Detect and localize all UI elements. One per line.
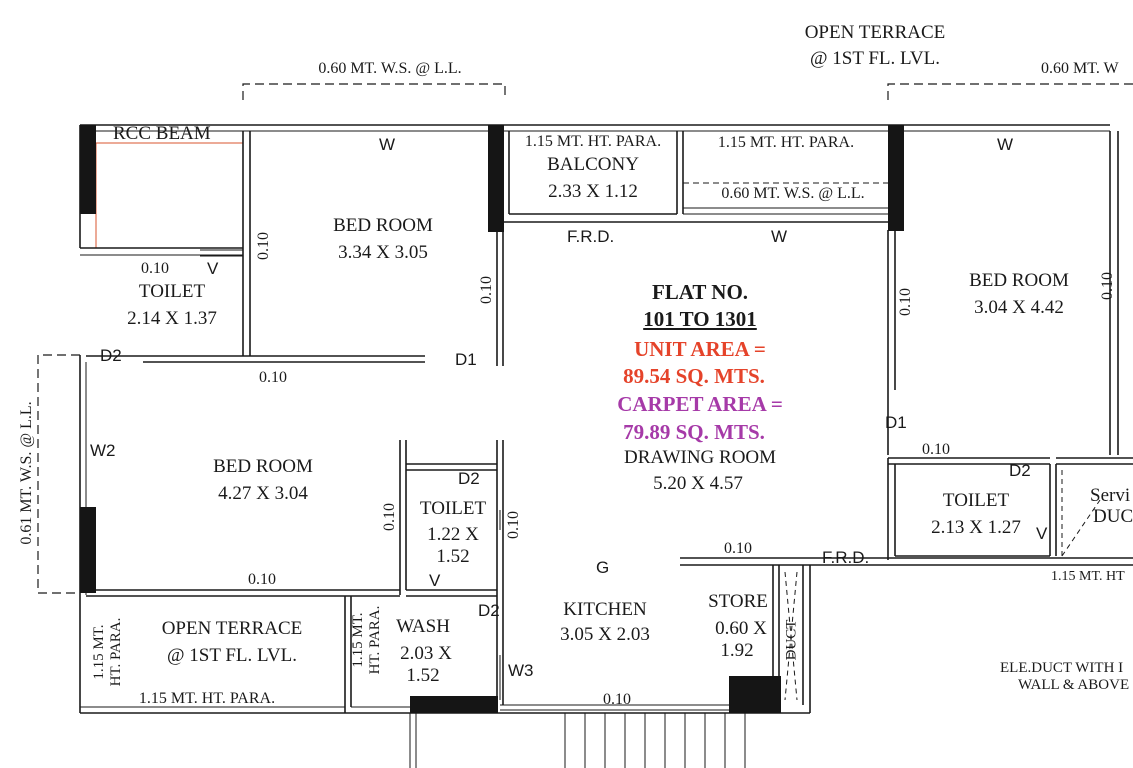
column: [488, 125, 504, 232]
window-marker: W: [379, 135, 396, 154]
bedroom2-name: BED ROOM: [969, 270, 1069, 291]
flat-title: FLAT NO.: [651, 280, 749, 304]
frd-marker: F.R.D.: [567, 227, 615, 246]
window-marker: W3: [508, 661, 534, 680]
ele-duct-note-2: WALL & ABOVE: [1018, 677, 1130, 693]
store-size-2: 1.92: [720, 640, 754, 661]
window-marker: W: [771, 227, 788, 246]
window-sill-top-right: [887, 83, 1133, 100]
parapet-note-top: 1.15 MT. HT. PARA.: [717, 134, 855, 151]
wash-name: WASH: [396, 616, 450, 637]
wash-size-2: 1.52: [406, 665, 440, 686]
bedroom3-name: BED ROOM: [213, 456, 313, 477]
service-duct-name: Servi: [1090, 485, 1131, 506]
window-marker: W: [997, 135, 1014, 154]
wall-thickness-label: 0.10: [1099, 272, 1116, 300]
wash-size: 2.03 X: [400, 643, 452, 664]
column: [729, 676, 781, 713]
wash-walls: [344, 596, 352, 713]
ele-duct-note: ELE.DUCT WITH I: [1000, 660, 1124, 676]
terrace-top-level: @ 1ST FL. LVL.: [810, 48, 940, 69]
window-sill-note-top-left: 0.60 MT. W.S. @ L.L.: [318, 60, 462, 77]
flat-numbers: 101 TO 1301: [643, 307, 757, 331]
gas-marker: G: [596, 558, 610, 577]
carpet-area-value: 79.89 SQ. MTS.: [623, 420, 765, 444]
terrace-bottom-level: @ 1ST FL. LVL.: [167, 645, 297, 666]
ventilator-marker: V: [207, 259, 219, 278]
window-marker: W2: [90, 441, 116, 460]
column: [888, 125, 904, 231]
window-sill-note-top-right: 0.60 MT. W: [1041, 60, 1119, 77]
wall-thickness-label: 0.10: [255, 232, 272, 260]
parapet-note-terrace-side: 1.15 MT. HT. PARA.: [91, 617, 124, 687]
terrace-top-name: OPEN TERRACE: [804, 22, 946, 43]
frd-marker: F.R.D.: [822, 548, 870, 567]
window-sill-note-left: 0.61 MT. W.S. @ L.L.: [18, 401, 35, 545]
duct-label: DUCT: [783, 619, 800, 661]
wall-thickness-label: 0.10: [248, 571, 276, 588]
drawing-room-name: DRAWING ROOM: [623, 447, 777, 468]
ventilator-marker: V: [429, 571, 441, 590]
column: [410, 696, 498, 713]
unit-area-value: 89.54 SQ. MTS.: [623, 364, 765, 388]
parapet-note-right: 1.15 MT. HT: [1051, 569, 1125, 584]
kitchen-name: KITCHEN: [563, 599, 647, 620]
toilet1-size: 2.14 X 1.37: [127, 308, 217, 329]
window-sill-left: [37, 354, 80, 594]
unit-area-label: UNIT AREA =: [634, 337, 766, 361]
wall-thickness-label: 0.10: [141, 260, 169, 277]
toilet2-size-2: 1.52: [436, 546, 470, 567]
column: [80, 125, 96, 214]
kitchen-size: 3.05 X 2.03: [560, 624, 650, 645]
drawing-room-size: 5.20 X 4.57: [653, 473, 743, 494]
balcony-name: BALCONY: [547, 154, 639, 175]
toilet3-size: 2.13 X 1.27: [931, 517, 1021, 538]
door-marker: D2: [478, 601, 500, 620]
wall-thickness-label: 0.10: [724, 540, 752, 557]
balcony-parapet-note: 1.15 MT. HT. PARA.: [524, 133, 662, 150]
wall-thickness-label: 0.10: [259, 369, 287, 386]
bedroom1-size: 3.34 X 3.05: [338, 242, 428, 263]
balcony-size: 2.33 X 1.12: [548, 181, 638, 202]
bedroom1-walls: [242, 131, 251, 356]
store-walls: [772, 565, 811, 713]
bedroom2-size: 3.04 X 4.42: [974, 297, 1064, 318]
wall-thickness-label: 0.10: [922, 441, 950, 458]
door-marker: D2: [458, 469, 480, 488]
carpet-area-label: CARPET AREA =: [617, 392, 783, 416]
door-marker: D2: [100, 346, 122, 365]
toilet2-walls: [406, 589, 497, 597]
toilet3-walls: [887, 458, 1057, 560]
column: [80, 507, 96, 593]
store-size: 0.60 X: [715, 618, 767, 639]
rcc-beam-outline: [95, 142, 243, 248]
ventilator-marker: V: [1036, 524, 1048, 543]
terrace-bottom-name: OPEN TERRACE: [161, 618, 303, 639]
door-marker: D1: [885, 413, 907, 432]
store-name: STORE: [708, 591, 768, 612]
toilet2-name: TOILET: [419, 498, 487, 519]
parapet-note-wash-side: 1.15 MT. HT. PARA.: [350, 605, 383, 675]
service-duct-name-2: DUC: [1093, 506, 1133, 527]
window-sill-top-left: [242, 83, 506, 100]
wall-thickness-label: 0.10: [897, 288, 914, 316]
bedroom3-size: 4.27 X 3.04: [218, 483, 308, 504]
toilet2-size: 1.22 X: [427, 524, 479, 545]
toilet3-name: TOILET: [942, 490, 1010, 511]
parapet-note-terrace-bottom: 1.15 MT. HT. PARA.: [138, 690, 276, 707]
wall-thickness-label: 0.10: [478, 276, 495, 304]
door-marker: D2: [1009, 461, 1031, 480]
door-marker: D1: [455, 350, 477, 369]
bedroom1-name: BED ROOM: [333, 215, 433, 236]
rcc-beam-label: RCC BEAM: [113, 123, 211, 144]
wall-thickness-label: 0.10: [381, 503, 398, 531]
toilet1-name: TOILET: [138, 281, 206, 302]
wall-thickness-label: 0.10: [603, 691, 631, 708]
wall-thickness-label: 0.10: [505, 511, 522, 539]
window-sill-note-balcony: 0.60 MT. W.S. @ L.L.: [721, 185, 865, 202]
